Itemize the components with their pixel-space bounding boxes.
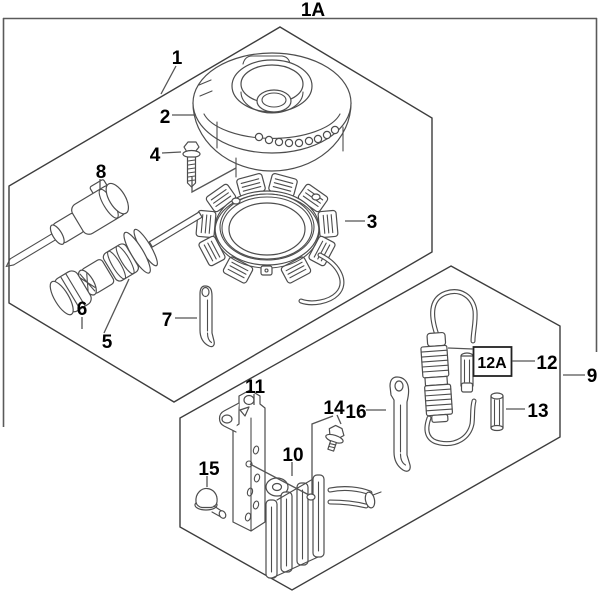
- callout-box-12a: [472, 346, 513, 377]
- leader-lines: [81, 65, 585, 496]
- fuse-holder-12-drawing: [420, 289, 478, 447]
- group-box-1a: [8, 26, 433, 403]
- group-box-9: [179, 265, 561, 591]
- part-label-1a: 1A: [301, 0, 326, 21]
- flywheel-drawing: [192, 52, 352, 178]
- part-label-12a: 12A: [477, 355, 507, 372]
- part-label-9: 9: [587, 366, 598, 387]
- part-label-15: 15: [198, 459, 220, 480]
- fuse-12a-drawing: [460, 352, 474, 393]
- part-label-13: 13: [527, 401, 548, 422]
- part-labels: 1A 1 2 4 8 3 6 5 7 11 15 10 14 16 12A 12…: [77, 0, 598, 480]
- regulator-10-drawing: [265, 474, 382, 579]
- part-label-8: 8: [96, 162, 107, 183]
- part-label-10: 10: [282, 445, 303, 466]
- part-label-3: 3: [367, 212, 378, 233]
- tube-13-drawing: [490, 392, 504, 432]
- part-label-2: 2: [160, 107, 171, 128]
- part-label-6: 6: [77, 299, 88, 320]
- part-label-7: 7: [162, 310, 173, 331]
- bolt-4-drawing: [182, 141, 201, 188]
- part-label-12: 12: [536, 353, 557, 374]
- stator-drawing: [195, 173, 345, 306]
- clamp-7-drawing: [199, 285, 215, 348]
- part-label-1: 1: [172, 48, 183, 69]
- figure-frame: [2, 17, 598, 427]
- part-label-4: 4: [150, 145, 161, 166]
- bracket-11-drawing: [218, 389, 266, 532]
- plug-cap-assembly-5-6-drawing: [49, 211, 203, 316]
- part-label-5: 5: [102, 332, 113, 353]
- part-label-11: 11: [245, 377, 266, 398]
- grommet-15-drawing: [194, 487, 227, 519]
- part-label-16: 16: [345, 402, 366, 423]
- connector-8-drawing: [5, 179, 130, 268]
- part-label-14: 14: [323, 398, 345, 419]
- bolt-14-drawing: [325, 424, 345, 452]
- clamp-16-drawing: [389, 376, 411, 472]
